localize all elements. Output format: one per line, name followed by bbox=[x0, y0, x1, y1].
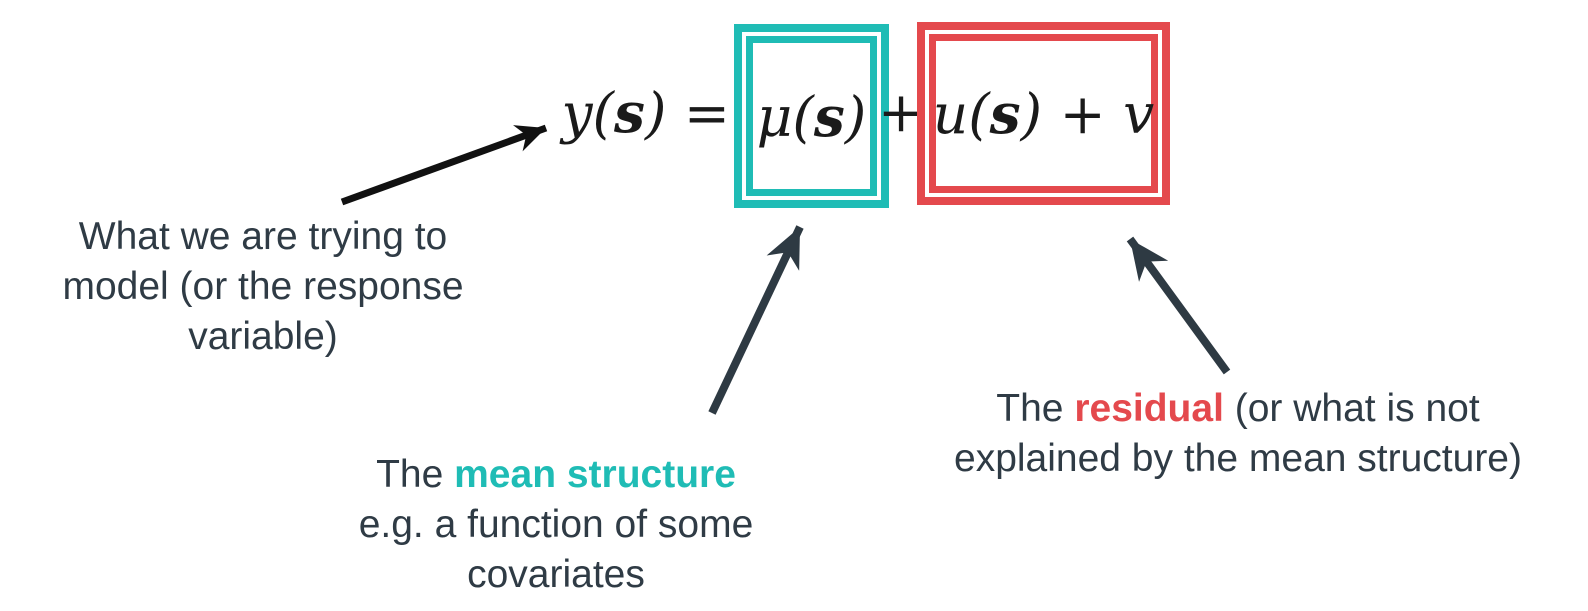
arrow-response bbox=[340, 124, 548, 206]
formula-u-s-arg: s bbox=[989, 81, 1021, 146]
formula-plus-sign: + bbox=[877, 80, 925, 144]
formula-u-close-plus-v: ) + v bbox=[1020, 82, 1155, 146]
residual-note: The residual (or what is not explained b… bbox=[954, 384, 1522, 484]
formula-u-open: u( bbox=[932, 82, 990, 146]
formula-y-open: y( bbox=[561, 81, 614, 146]
mean-note-prefix: The bbox=[376, 453, 455, 496]
response-note-line2: model (or the response bbox=[62, 265, 464, 308]
mean-note-line2: e.g. a function of some bbox=[358, 503, 754, 546]
residual-note-line1: The residual (or what is not bbox=[954, 384, 1522, 434]
response-note-line3: variable) bbox=[188, 315, 338, 358]
formula-mu-close: ) bbox=[844, 84, 867, 149]
residual-note-line2: explained by the mean structure) bbox=[954, 437, 1522, 480]
arrow-residual bbox=[1126, 236, 1231, 375]
arrow-mean-structure bbox=[708, 225, 804, 415]
formula-close-equals: ) = bbox=[644, 81, 730, 146]
formula-residual-term: u(s) + v bbox=[933, 81, 1154, 146]
formula-mu-s-arg: s bbox=[813, 83, 845, 149]
residual-box-inner: u(s) + v bbox=[929, 34, 1158, 193]
mean-note-line3: covariates bbox=[467, 553, 645, 596]
formula-s-arg: s bbox=[614, 80, 645, 146]
residual-box: u(s) + v bbox=[917, 22, 1170, 205]
residual-note-suffix: (or what is not bbox=[1223, 387, 1480, 430]
residual-highlight: residual bbox=[1074, 387, 1224, 430]
mean-note-line1: The mean structure bbox=[359, 450, 754, 500]
mean-structure-highlight: mean structure bbox=[454, 453, 736, 496]
response-note-line1: What we are trying to bbox=[78, 215, 448, 258]
mean-structure-box: μ(s) bbox=[734, 24, 889, 208]
response-note: What we are trying to model (or the resp… bbox=[62, 212, 463, 362]
formula-mean-term: μ(s) bbox=[757, 84, 867, 149]
mean-structure-box-inner: μ(s) bbox=[746, 36, 877, 196]
formula-lhs: y(s) = bbox=[561, 80, 730, 145]
residual-note-prefix: The bbox=[996, 387, 1075, 430]
formula-mu-open: μ( bbox=[756, 84, 814, 149]
mean-structure-note: The mean structure e.g. a function of so… bbox=[359, 450, 754, 600]
